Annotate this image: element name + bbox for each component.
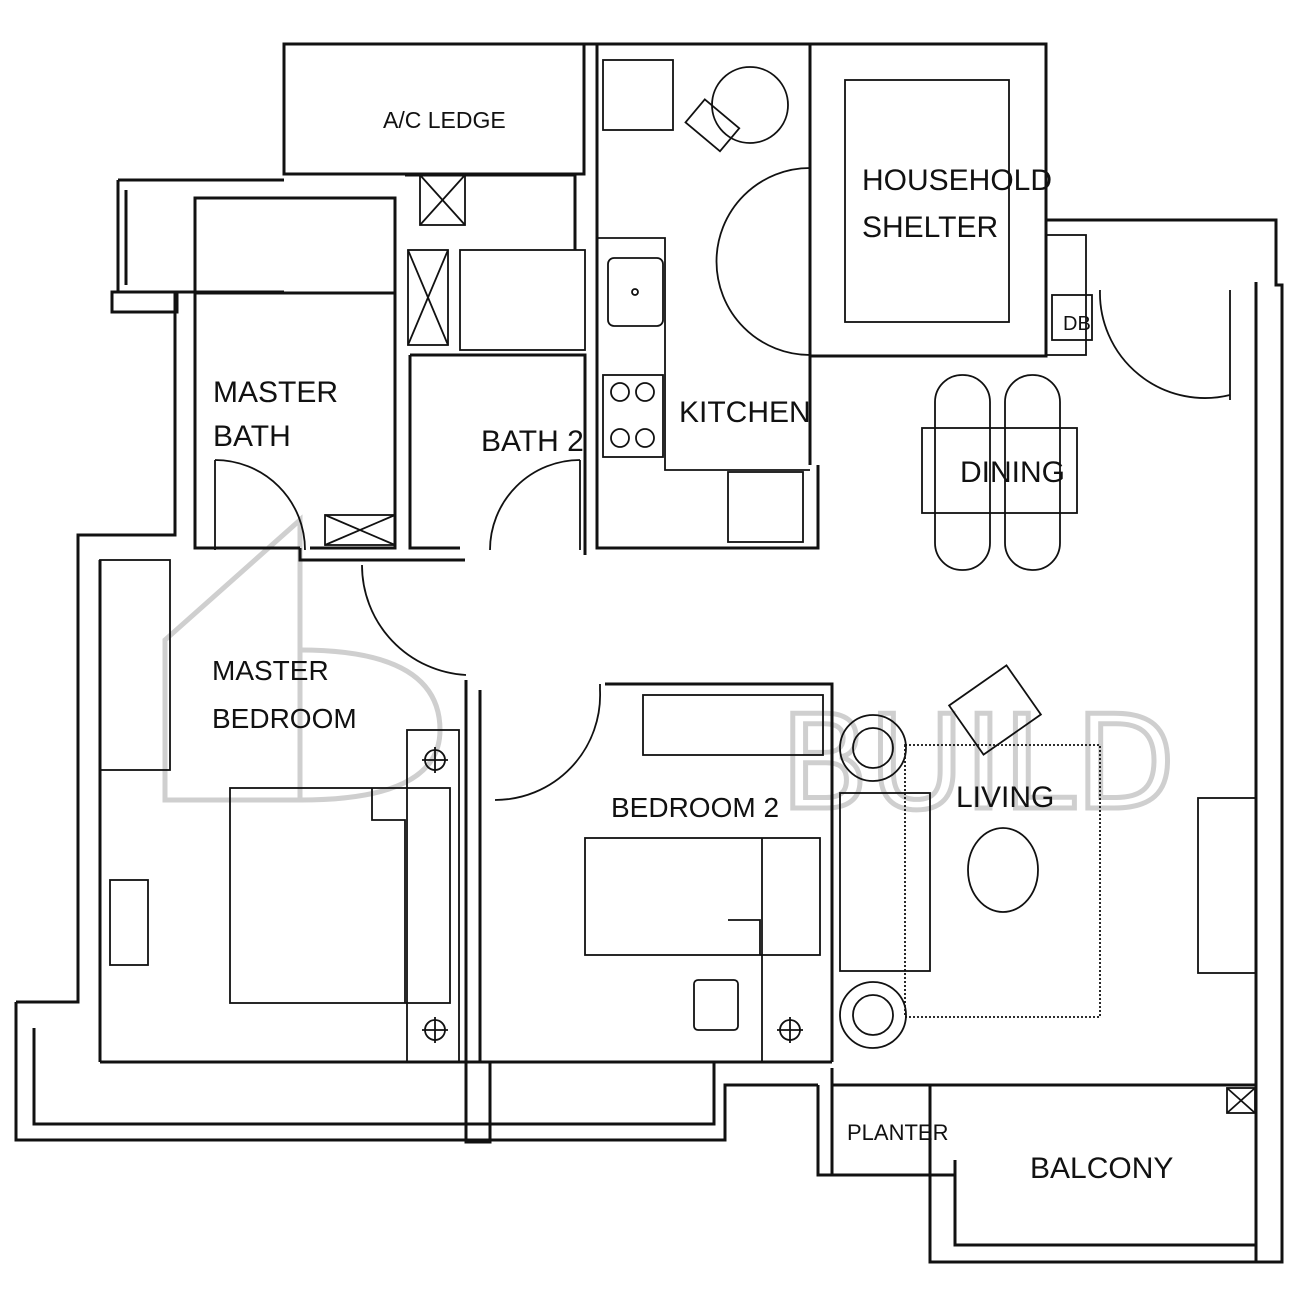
label-bath-2: BATH 2 — [481, 425, 584, 458]
label-master-bath-line2: BATH — [213, 420, 291, 453]
label-dining: DINING — [960, 456, 1065, 489]
label-master-bedroom-line2: BEDROOM — [212, 703, 357, 734]
label-ac-ledge: A/C LEDGE — [383, 107, 506, 133]
label-kitchen: KITCHEN — [679, 396, 811, 429]
label-household: HOUSEHOLD — [862, 164, 1052, 197]
label-master-bedroom-line1: MASTER — [212, 655, 329, 686]
label-planter: PLANTER — [847, 1120, 948, 1145]
label-balcony: BALCONY — [1030, 1152, 1173, 1185]
room-labels: A/C LEDGE HOUSEHOLD SHELTER DB MASTER BA… — [212, 107, 1173, 1185]
label-bedroom-2: BEDROOM 2 — [611, 792, 779, 823]
label-shelter: SHELTER — [862, 211, 998, 244]
label-master-bath-line1: MASTER — [213, 376, 338, 409]
label-db: DB — [1063, 313, 1091, 335]
walls — [14, 42, 1284, 1264]
label-living: LIVING — [956, 781, 1054, 814]
